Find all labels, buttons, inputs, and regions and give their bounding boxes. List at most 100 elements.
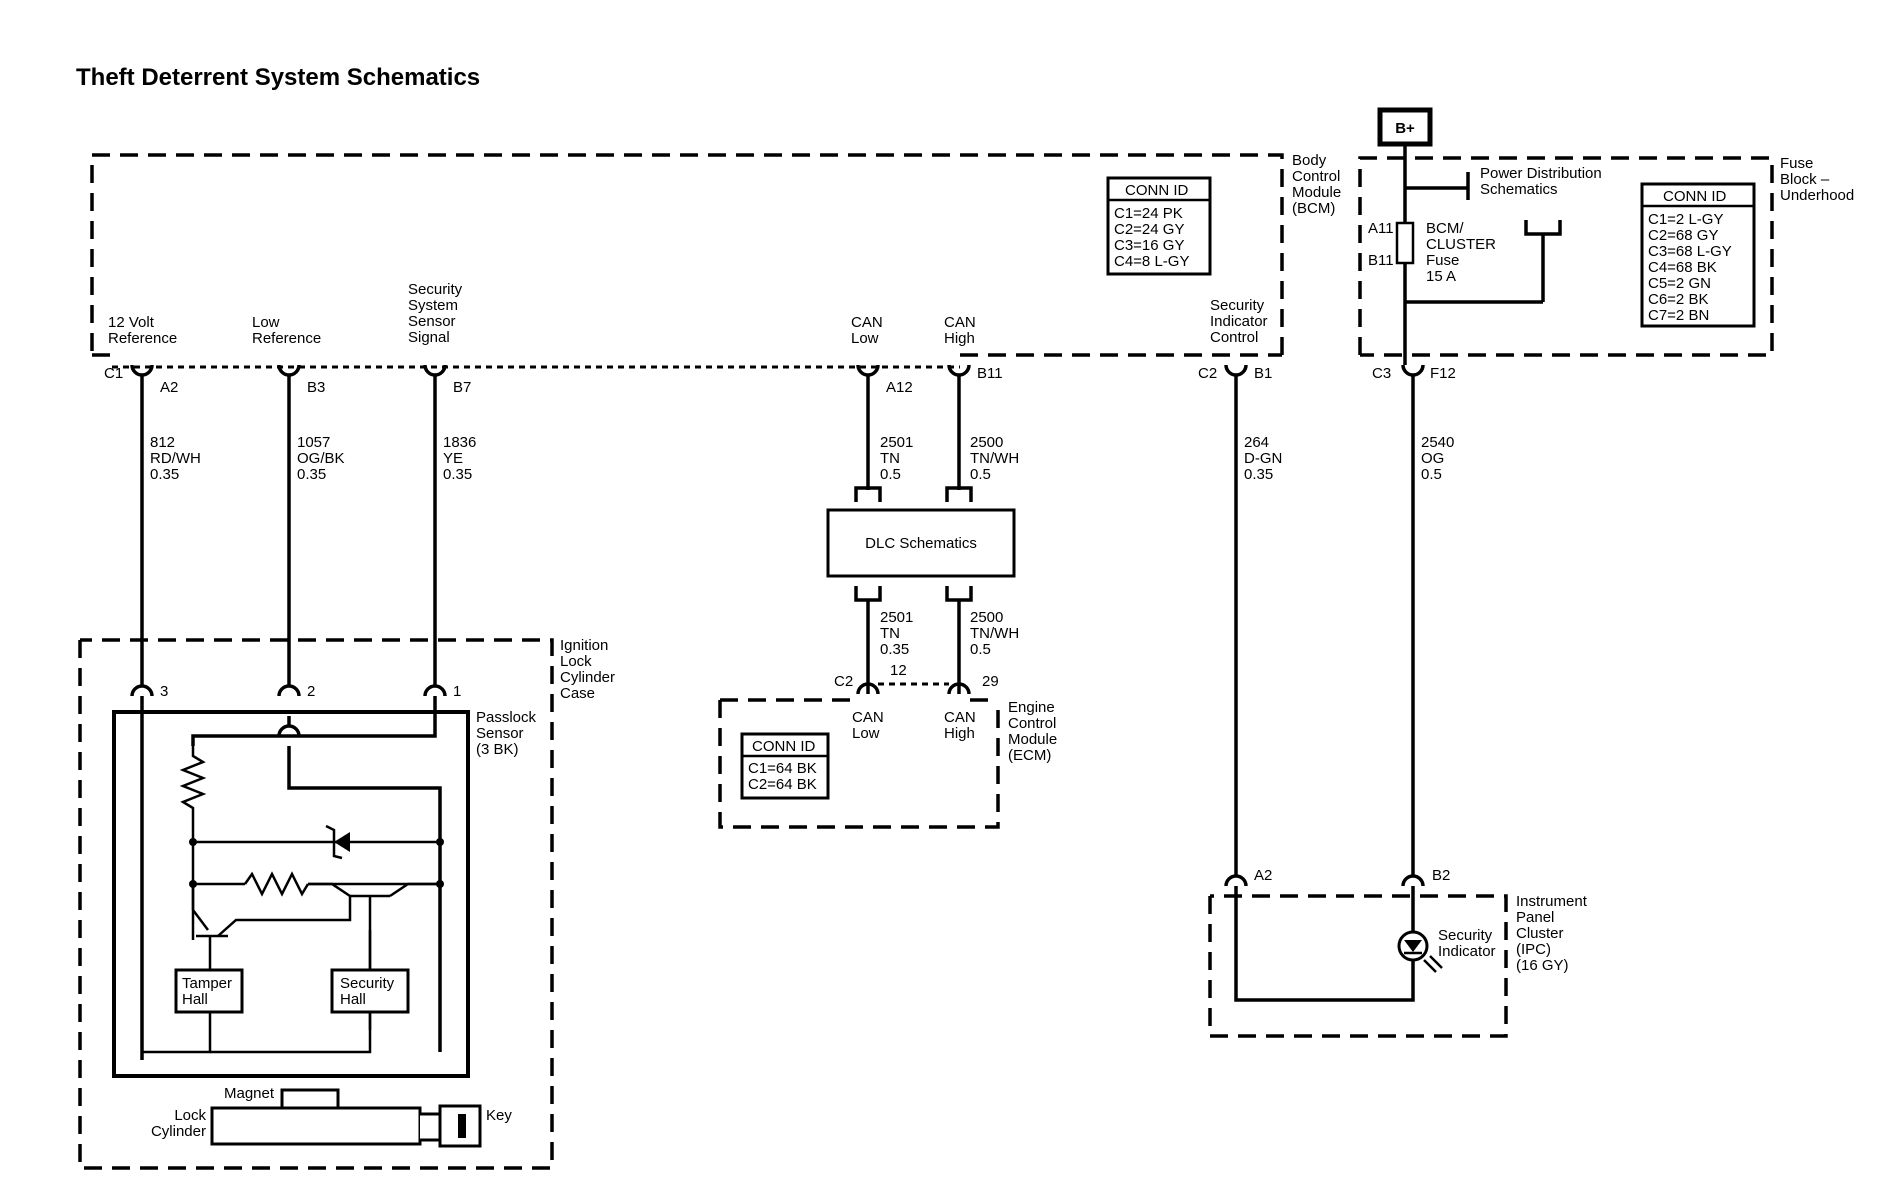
fuse-label: BCM/ CLUSTER Fuse 15 A [1426,220,1500,285]
pin-label-sensor-signal: Security System Sensor Signal [408,281,466,346]
zener-diode [325,824,350,860]
dlc-schematics-box: DLC Schematics [826,508,1016,578]
fuse-conn-row: C7=2 BN [1648,307,1709,324]
connector-label: 29 [982,673,999,690]
fuse-conn-row: C1=2 L-GY [1648,211,1723,228]
connector-label: 3 [160,683,168,700]
connector-label: B3 [307,379,325,396]
bcm-module: Body Control Module (BCM) CONN ID C1=24 … [90,152,1345,369]
magnet-label: Magnet [224,1085,275,1102]
fuse-pin: B11 [1368,252,1394,269]
bcm-conn-row: C2=24 GY [1114,221,1184,238]
bcm-conn-row: C4=8 L-GY [1114,253,1189,270]
fuse-conn-row: C2=68 GY [1648,227,1718,244]
pin-label-security-indicator: Security Indicator Control [1210,297,1272,346]
connector-label: C1 [104,365,123,382]
ecm-conn-id-table: CONN ID C1=64 BK C2=64 BK [740,732,830,800]
splice-connector [854,586,882,602]
connector-label: B11 [977,365,1003,382]
ignition-lock-cylinder-case: Ignition Lock Cylinder Case 3 2 1 Passlo… [78,637,619,1170]
pin-label-12v-reference: 12 Volt Reference [108,314,177,347]
connector-label: F12 [1430,365,1456,382]
terminal [1224,364,1248,377]
pin-label-can-high: CAN High [944,314,980,347]
splice-connector [945,486,973,502]
fuse-pin: A11 [1368,220,1394,237]
ecm-name: Engine Control Module (ECM) [1008,699,1061,764]
terminal [130,684,154,697]
fuse-conn-row: C3=68 L-GY [1648,243,1732,260]
terminal [277,684,301,697]
connector-label: 1 [453,683,461,700]
ipc-name: Instrument Panel Cluster (IPC) (16 GY) [1516,893,1591,974]
passlock-sensor: Passlock Sensor (3 BK) [112,696,540,1078]
fuse-conn-row: C5=2 GN [1648,275,1711,292]
connector-label: B2 [1432,867,1450,884]
pin-label-can-low: CAN Low [851,314,887,347]
connector-label: 2 [307,683,315,700]
fuse-conn-header: CONN ID [1663,188,1727,205]
transistor-tamper [191,884,352,970]
terminal [1401,874,1425,887]
fuse-conn-row: C4=68 BK [1648,259,1717,276]
splice-connector [945,586,973,602]
connector-label: C2 [834,673,853,690]
resistor [179,746,207,940]
page-title: Theft Deterrent System Schematics [76,64,480,91]
splice-connector [854,486,882,502]
ecm-conn-row: C2=64 BK [748,776,817,793]
ecm-conn-header: CONN ID [752,738,816,755]
passlock-sensor-label: Passlock Sensor (3 BK) [476,709,540,758]
fuse-conn-id-table: CONN ID C1=2 L-GY C2=68 GY C3=68 L-GY C4… [1640,182,1756,328]
connector-label: B7 [453,379,471,396]
connector-label: B1 [1254,365,1272,382]
bcm-conn-header: CONN ID [1125,182,1189,199]
bcm-conn-id-table: CONN ID C1=24 PK C2=24 GY C3=16 GY C4=8 … [1106,176,1212,276]
pin-label-low-reference: Low Reference [252,314,321,347]
fuse-symbol [1395,221,1415,265]
security-indicator-led [1397,930,1443,973]
fuse-conn-row: C6=2 BK [1648,291,1708,308]
connector-label: C3 [1372,365,1391,382]
terminal [1224,874,1248,887]
connector-label: A2 [1254,867,1272,884]
terminal [1401,364,1425,377]
svg-text:B+: B+ [1395,120,1415,137]
ecm-conn-row: C1=64 BK [748,760,817,777]
bcm-conn-row: C3=16 GY [1114,237,1184,254]
ignition-case-name: Ignition Lock Cylinder Case [560,637,619,702]
bcm-conn-row: C1=24 PK [1114,205,1183,222]
connector-label: C2 [1198,365,1217,382]
terminal [423,684,447,697]
fuse-block-name: Fuse Block – Underhood [1780,155,1854,204]
key-label: Key [486,1107,512,1124]
bcm-name: Body Control Module (BCM) [1292,152,1345,217]
connector-label: A12 [886,379,913,396]
splice-connector [1524,220,1562,236]
